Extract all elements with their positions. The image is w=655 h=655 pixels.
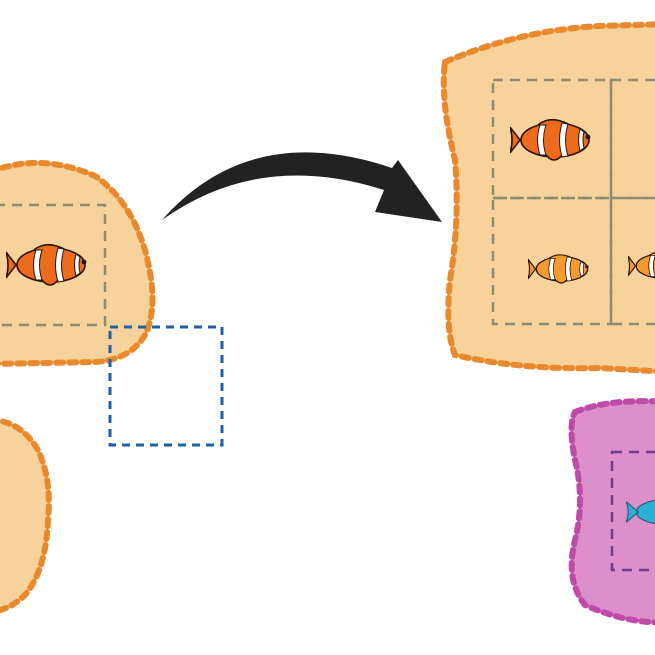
right-bottom-region [568, 398, 655, 626]
right-top-region [440, 21, 655, 375]
right-grid-cell-br [609, 196, 655, 326]
right-bottom-grid-cell [610, 450, 655, 572]
left-top-grid-cell [0, 203, 107, 327]
curved-arrow-icon [162, 152, 442, 222]
left-bottom-region [0, 417, 52, 614]
right-grid-cell-bl [491, 196, 613, 326]
left-top-region [0, 159, 156, 367]
left-bottom-blob [0, 417, 52, 614]
target-cell [108, 325, 224, 447]
